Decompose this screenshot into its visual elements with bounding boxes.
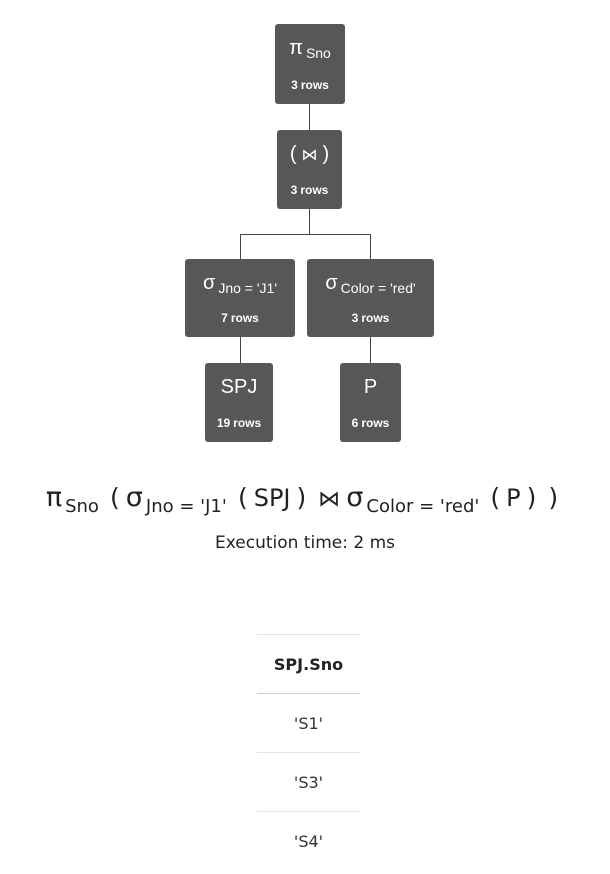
edge-join-stem [309, 209, 310, 234]
projection-rows-unit: rows [300, 78, 329, 92]
expression-selection-2-condition: Color = 'red' [366, 496, 480, 517]
join-open-paren: ( [289, 143, 297, 165]
expression-open-paren-inner: ( [237, 483, 248, 512]
expression-open-paren-p: ( [490, 483, 501, 512]
selection-color-rows-value: 3 [351, 311, 359, 325]
expression-relation-spj: SPJ [253, 484, 291, 512]
projection-node-label: π Sno [289, 36, 331, 61]
relation-p-name: P [363, 376, 378, 398]
relation-p-label: P [364, 375, 377, 399]
join-rows-unit: rows [300, 183, 329, 197]
expression-selection-2-symbol: σ [346, 482, 364, 513]
selection-color-label: σ Color = 'red' [325, 271, 415, 296]
expression-close-paren-p: ) [526, 483, 537, 512]
table-row: 'S3' [257, 752, 360, 812]
projection-attribute: Sno [305, 45, 331, 61]
expression-join-symbol: ⋈ [318, 487, 341, 512]
expression-projection-symbol: π [45, 482, 63, 513]
projection-symbol: π [289, 37, 303, 59]
projection-rows-value: 3 [291, 78, 298, 92]
result-header-row: SPJ.Sno [257, 634, 360, 694]
edge-branch-left [240, 234, 241, 259]
relation-spj-rows-unit: rows [233, 416, 262, 430]
edge-select-spj [240, 337, 241, 363]
table-row: 'S1' [257, 693, 360, 753]
selection-color-condition: Color = 'red' [340, 280, 416, 296]
selection-jno-condition: Jno = 'J1' [218, 280, 277, 296]
relation-spj-label: SPJ [221, 375, 258, 399]
edge-branch-right [370, 234, 371, 259]
join-close-paren: ) [322, 143, 330, 165]
relation-p-rows-unit: rows [361, 416, 390, 430]
result-cell: 'S3' [257, 752, 360, 812]
edge-join-branch [240, 234, 371, 235]
relation-spj-name: SPJ [220, 376, 258, 398]
join-node-label: ( ⋈ ) [290, 142, 329, 167]
expression-close-paren-inner: ) [296, 483, 307, 512]
selection-jno-rows-unit: rows [230, 311, 259, 325]
relation-spj-rows-value: 19 [216, 416, 231, 430]
selection-color-symbol: σ [325, 272, 338, 294]
join-symbol: ⋈ [301, 145, 318, 164]
execution-time: Execution time: 2 ms [214, 533, 395, 553]
selection-color-rows-unit: rows [361, 311, 390, 325]
table-row: 'S4' [257, 812, 360, 871]
relation-p-rows-value: 6 [351, 416, 359, 430]
result-table: SPJ.Sno 'S1' 'S3' 'S4' [257, 634, 360, 870]
selection-jno-label: σ Jno = 'J1' [203, 271, 277, 296]
expression-projection-attribute: Sno [65, 496, 99, 517]
edge-projection-join [309, 104, 310, 130]
expression-open-paren-outer: ( [110, 483, 120, 512]
result-cell: 'S4' [293, 831, 324, 851]
join-rows-value: 3 [290, 183, 298, 197]
expression-relation-p: P [506, 484, 521, 512]
expression-close-paren-outer: ) [548, 483, 559, 512]
expression-selection-1-condition: Jno = 'J1' [145, 496, 227, 517]
selection-jno-rows-value: 7 [221, 311, 228, 325]
result-cell: 'S1' [257, 693, 360, 753]
expression-selection-1-symbol: σ [125, 482, 143, 513]
result-column-header: SPJ.Sno [257, 634, 360, 694]
edge-select-p [370, 337, 371, 363]
selection-jno-symbol: σ [202, 272, 216, 294]
